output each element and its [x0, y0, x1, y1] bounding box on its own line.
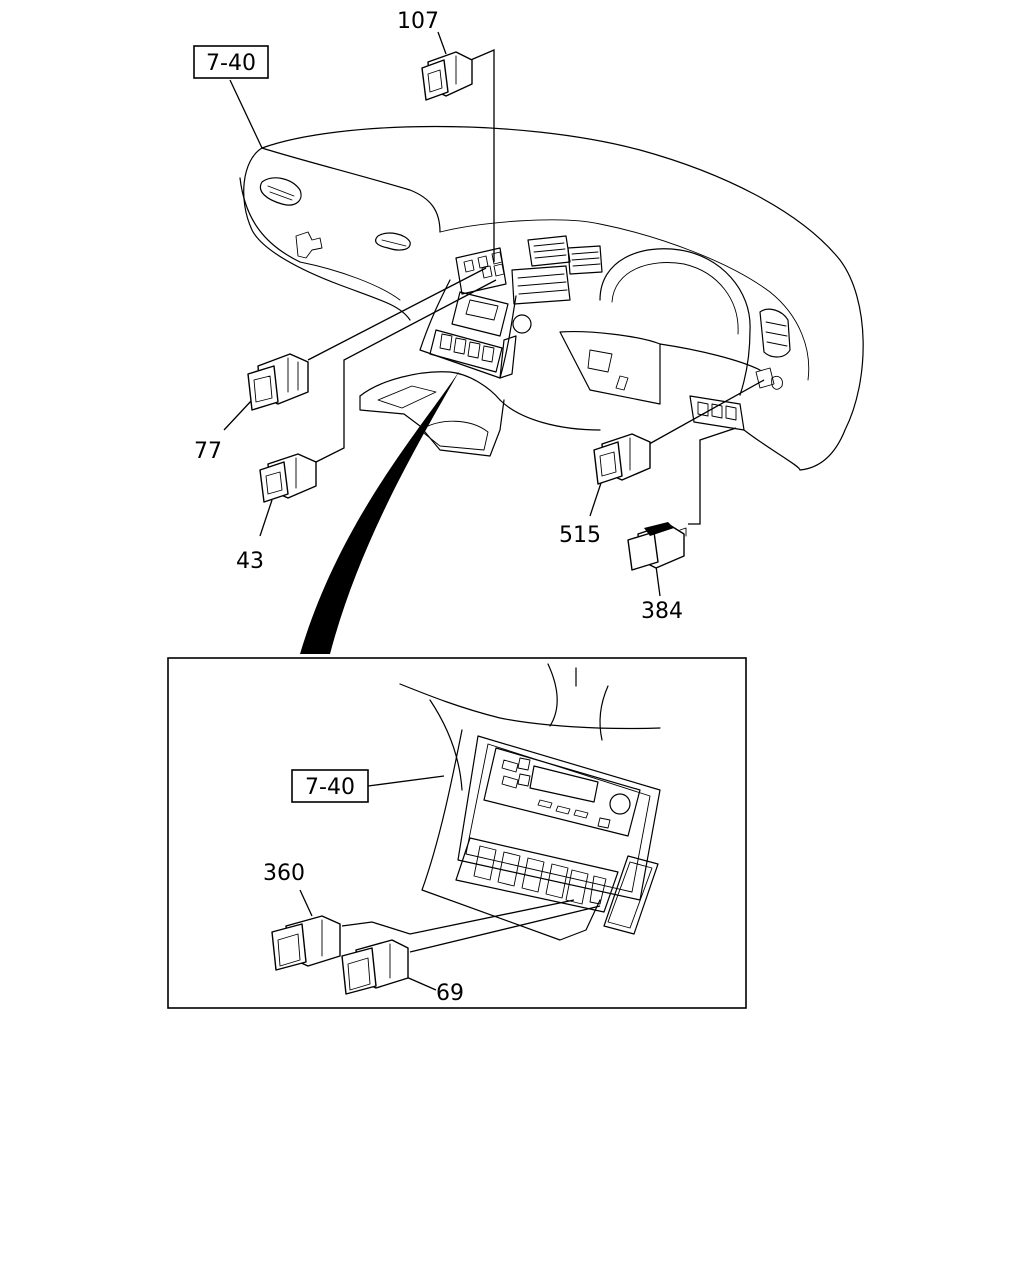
- switch-384: [627, 522, 687, 571]
- ref-label-detail: 7-40: [305, 775, 355, 800]
- callout-107[interactable]: 107: [397, 9, 439, 34]
- leader-lines-detail: [299, 775, 601, 991]
- ref-label-main: 7-40: [206, 51, 256, 76]
- callout-360[interactable]: 360: [263, 861, 305, 886]
- ref-box-detail[interactable]: 7-40: [291, 769, 369, 803]
- callout-43[interactable]: 43: [236, 549, 264, 574]
- switch-69: [341, 939, 409, 995]
- detail-box: [167, 657, 747, 1009]
- switch-77: [247, 353, 309, 411]
- detail-pointer: [300, 370, 460, 654]
- dashboard-overview: [239, 125, 864, 471]
- callout-515[interactable]: 515: [559, 523, 601, 548]
- callout-77[interactable]: 77: [194, 439, 222, 464]
- switch-107: [421, 51, 473, 101]
- switch-43: [259, 453, 317, 503]
- leader-lines-overview: [223, 31, 765, 597]
- ref-box-main[interactable]: 7-40: [193, 45, 269, 79]
- callout-384[interactable]: 384: [641, 599, 683, 624]
- switch-515: [593, 433, 651, 485]
- switch-360: [271, 915, 341, 971]
- callout-69[interactable]: 69: [436, 981, 464, 1006]
